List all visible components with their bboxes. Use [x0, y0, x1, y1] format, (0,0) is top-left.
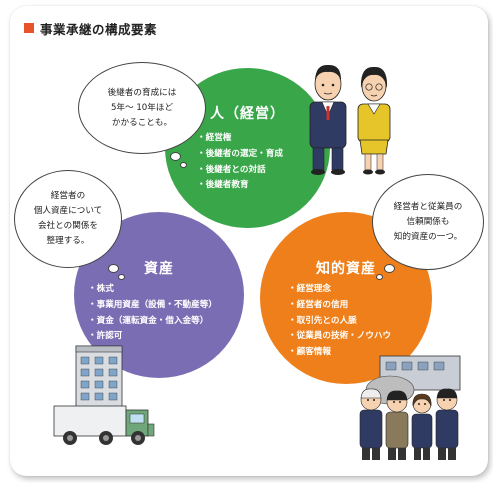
- bubble-ip-note: 経営者と従業員の 信頼関係も 知的資産の一つ。: [372, 174, 484, 270]
- bubble-tail: [384, 264, 395, 273]
- bubble-tail: [376, 274, 383, 280]
- circle-people-list: 経営権 後継者の選定・育成 後継者との対話 後継者教育: [197, 131, 283, 194]
- bubble-tail: [118, 274, 125, 280]
- bubble-line: 信頼関係も: [406, 216, 450, 227]
- bubble-tail: [170, 152, 181, 161]
- bubble-line: 経営者と従業員の: [393, 201, 463, 212]
- bubble-assets-note: 経営者の 個人資産について 会社との関係を 整理する。: [14, 170, 122, 268]
- circle-ip-list: 経営理念 経営者の信用 取引先との人脈 従業員の技術・ノウハウ 顧客情報: [288, 282, 392, 361]
- bubble-line: 経営者の: [50, 191, 86, 201]
- circle-assets-list: 株式 事業用資産（設備・不動産等） 資金（運転資金・借入金等） 許認可: [88, 282, 217, 345]
- circle-intellectual-assets: 知的資産 経営理念 経営者の信用 取引先との人脈 従業員の技術・ノウハウ 顧客情…: [260, 212, 432, 384]
- bubble-line: 5年～ 10年ほど: [110, 102, 174, 113]
- bubble-line: 知的資産の一つ。: [393, 231, 463, 242]
- bubble-line: 整理する。: [46, 236, 90, 246]
- bubble-successor-note: 後継者の育成には 5年～ 10年ほど かかることも。: [78, 62, 206, 154]
- diagram-title: 事業承継の構成要素: [40, 21, 158, 37]
- list-item: 経営理念: [288, 282, 391, 298]
- circle-people-heading: 人（経営）: [210, 106, 285, 122]
- circle-assets-heading: 資産: [144, 261, 174, 277]
- bubble-line: 個人資産について: [33, 206, 103, 216]
- list-item: 資金（運転資金・借入金等）: [88, 314, 217, 330]
- bubble-line: かかることも。: [111, 117, 173, 128]
- list-item: 取引先との人脈: [288, 314, 391, 330]
- list-item: 後継者教育: [197, 178, 283, 194]
- businessman-and-businesswoman-icon: [309, 64, 391, 175]
- title-bar: 事業承継の構成要素: [24, 20, 158, 37]
- list-item: 後継者の選定・育成: [197, 147, 283, 163]
- circle-ip-heading: 知的資産: [316, 261, 376, 277]
- list-item: 事業用資産（設備・不動産等）: [88, 298, 217, 314]
- list-item: 顧客情報: [288, 345, 391, 361]
- list-item: 後継者との対話: [197, 163, 283, 179]
- bubble-tail: [180, 162, 187, 168]
- bubble-line: 会社との関係を: [37, 221, 99, 231]
- list-item: 経営権: [197, 131, 283, 147]
- bubble-line: 後継者の育成には: [107, 87, 177, 98]
- office-building-and-truck-icon: [53, 345, 155, 445]
- title-square-icon: [24, 23, 34, 33]
- list-item: 経営者の信用: [288, 298, 391, 314]
- list-item: 従業員の技術・ノウハウ: [288, 329, 392, 345]
- diagram-frame: 事業承継の構成要素 人（経営） 経営権 後継者の選定・育成 後継者との対話 後継…: [10, 6, 488, 476]
- bubble-tail: [108, 264, 119, 273]
- list-item: 許認可: [88, 329, 217, 345]
- list-item: 株式: [88, 282, 217, 298]
- factory-and-workers-icon: [359, 355, 461, 460]
